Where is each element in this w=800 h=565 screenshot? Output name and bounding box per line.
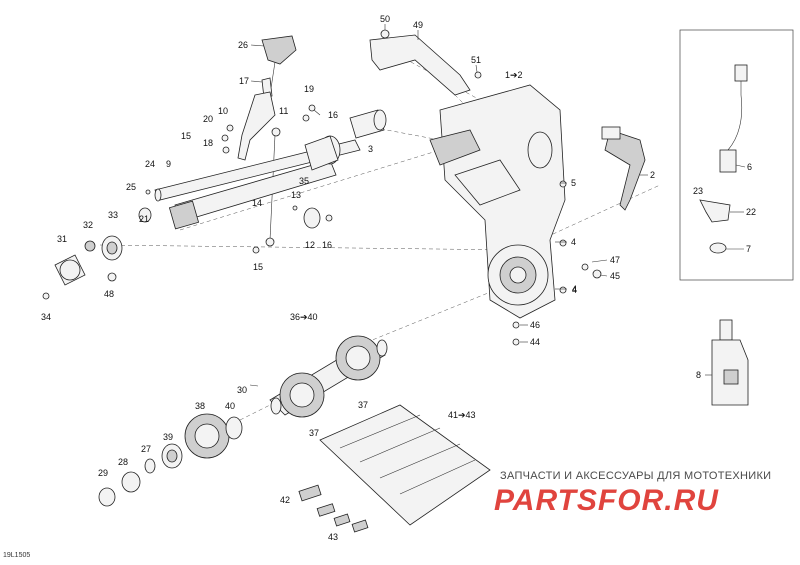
- callout-49: 41➔43: [448, 410, 476, 420]
- callout-16: 9: [166, 159, 171, 169]
- watermark-tagline: ЗАПЧАСТИ И АКСЕССУАРЫ ДЛЯ МОТОТЕХНИКИ: [500, 470, 772, 482]
- shift-fork: [369, 29, 471, 96]
- callout-2: 26: [238, 40, 248, 50]
- leader-lines: [249, 24, 746, 387]
- callout-8: 11: [279, 106, 288, 116]
- diagram-code: 19L1505: [3, 552, 31, 559]
- kit-frame: [679, 29, 794, 281]
- callout-22: 7: [746, 244, 751, 254]
- callout-9: 16: [328, 110, 338, 120]
- callout-44: 30: [237, 385, 247, 395]
- callout-13: 3: [368, 144, 373, 154]
- callout-35: 45: [610, 271, 620, 281]
- callout-19: 6: [747, 162, 752, 172]
- callout-30: 31: [57, 234, 67, 244]
- callout-0: 50: [380, 14, 390, 24]
- callout-17: 35: [299, 176, 309, 186]
- callout-25: 13: [291, 190, 301, 200]
- callout-11: 18: [203, 138, 213, 148]
- callout-38: 34: [41, 312, 51, 322]
- callout-47: 37: [358, 400, 368, 410]
- callout-28: 14: [252, 198, 262, 208]
- oil-bottle: [711, 319, 749, 406]
- sensor-cable: [719, 64, 748, 173]
- callout-33: 4: [572, 284, 577, 294]
- callout-10: 20: [203, 114, 213, 124]
- callout-42: 46: [530, 320, 540, 330]
- callout-50: 39: [163, 432, 173, 442]
- bearing-set-lower: [98, 413, 243, 507]
- callout-5: 17: [239, 76, 249, 86]
- callout-43: 44: [530, 337, 540, 347]
- hardware-bits: [145, 71, 602, 346]
- callout-54: 42: [280, 495, 290, 505]
- callout-14: 5: [571, 178, 576, 188]
- bearing-set-left: [42, 207, 152, 300]
- callout-12: 15: [181, 131, 191, 141]
- callout-23: 25: [126, 182, 136, 192]
- callout-39: 4: [572, 285, 577, 295]
- sensor-bracket: [699, 199, 731, 254]
- watermark-brand-logo: PARTSFOR.RU: [494, 484, 719, 517]
- callout-36: 15: [253, 262, 263, 272]
- track-panel: [298, 404, 491, 533]
- side-cover: [601, 126, 646, 211]
- callout-48: 37: [309, 428, 319, 438]
- assembly-lines: [99, 44, 661, 421]
- drive-axle: [269, 335, 388, 418]
- callout-53: 29: [98, 468, 108, 478]
- callout-31: 12: [305, 240, 315, 250]
- callout-29: 4: [571, 237, 576, 247]
- callout-51: 27: [141, 444, 151, 454]
- callout-26: 32: [83, 220, 93, 230]
- callout-1: 49: [413, 20, 423, 30]
- callout-7: 10: [218, 106, 228, 116]
- callout-37: 48: [104, 289, 114, 299]
- callout-45: 38: [195, 401, 205, 411]
- callout-34: 47: [610, 255, 620, 265]
- main-shaft: [168, 135, 341, 230]
- callout-32: 16: [322, 240, 332, 250]
- sleeve: [349, 109, 387, 139]
- callout-46: 40: [225, 401, 235, 411]
- callout-55: 43: [328, 532, 338, 542]
- callout-41: 36➔40: [290, 312, 318, 322]
- callout-24: 21: [139, 214, 149, 224]
- callout-40: 8: [696, 370, 701, 380]
- callout-27: 33: [108, 210, 118, 220]
- gearbox-housing: [429, 84, 566, 319]
- callout-6: 19: [304, 84, 314, 94]
- callout-21: 22: [746, 207, 756, 217]
- callout-3: 51: [471, 55, 481, 65]
- callout-15: 24: [145, 159, 155, 169]
- shift-lever: [237, 35, 297, 161]
- callout-4: 1➔2: [505, 70, 523, 80]
- callout-labels: 50 49 26 51 1➔2 17 19 10 11 16 20 18 15 …: [41, 14, 756, 542]
- callout-52: 28: [118, 457, 128, 467]
- callout-18: 2: [650, 170, 655, 180]
- callout-20: 23: [693, 186, 703, 196]
